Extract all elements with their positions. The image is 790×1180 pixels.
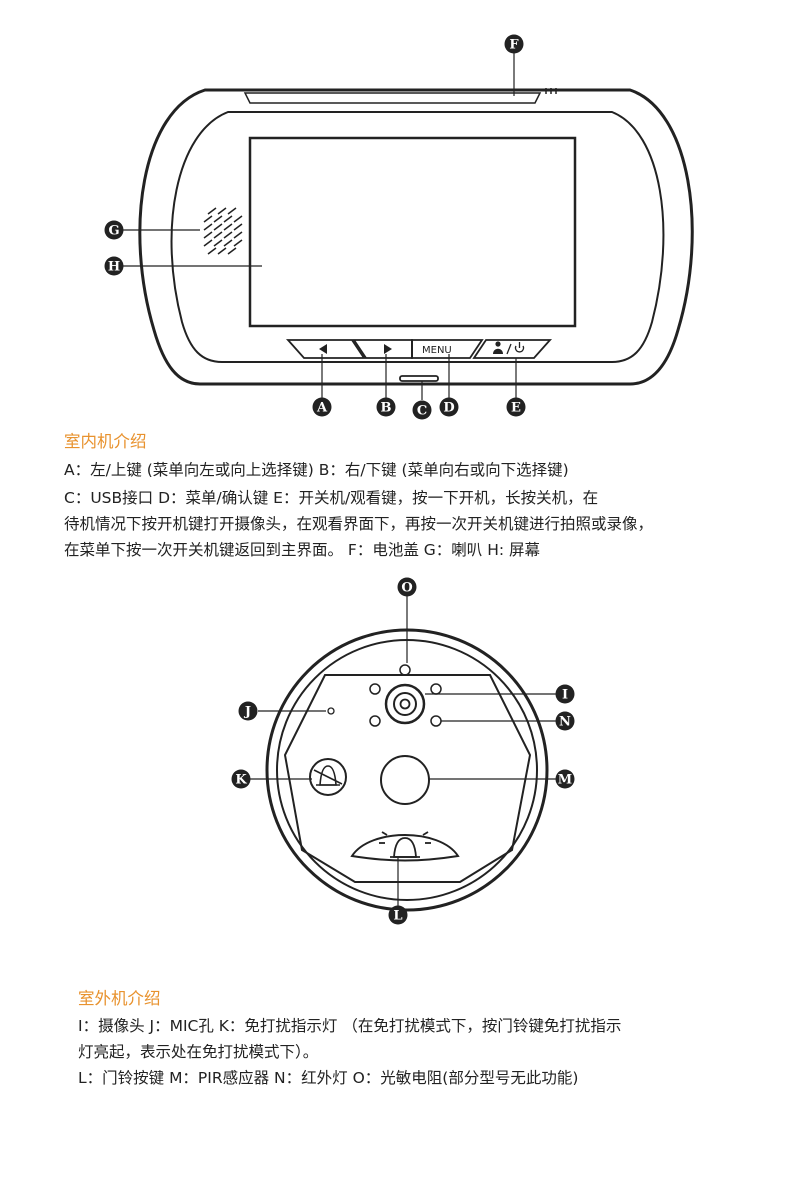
indoor-desc-line-1: A：左/上键 (菜单向左或向上选择键) B：右/下键 (菜单向右或向下选择键)	[64, 461, 569, 479]
svg-text:C: C	[417, 404, 427, 419]
indoor-desc-line-3: 待机情况下按开机键打开摄像头，在观看界面下，再按一次开关机键进行拍照或录像，	[64, 515, 654, 533]
left-arrow-icon	[319, 344, 327, 354]
ir-led	[430, 683, 442, 695]
svg-text:A: A	[316, 401, 328, 416]
svg-text:F: F	[509, 38, 519, 53]
outdoor-callouts: O I N J K M L	[231, 577, 575, 925]
svg-text:K: K	[235, 773, 247, 788]
indoor-leader-lines	[123, 53, 517, 400]
outdoor-unit-drawing	[265, 628, 549, 912]
indoor-desc-line-2: C：USB接口 D：菜单/确认键 E：开关机/观看键，按一下开机，长按关机，在	[64, 489, 599, 507]
mic-hole	[327, 707, 335, 715]
usb-port	[399, 375, 439, 382]
svg-text:I: I	[562, 688, 568, 703]
svg-text:N: N	[559, 715, 571, 730]
svg-text:H: H	[108, 260, 120, 275]
outdoor-desc-line-2: 灯亮起，表示处在免打扰模式下）。	[78, 1043, 319, 1061]
ir-led	[369, 715, 381, 727]
dnd-indicator	[309, 758, 347, 796]
ir-led	[430, 715, 442, 727]
pir-sensor	[380, 755, 430, 805]
left-button	[285, 339, 366, 359]
svg-text:M: M	[558, 773, 572, 788]
menu-label: MENU	[422, 345, 452, 356]
svg-text:G: G	[108, 224, 119, 239]
right-arrow-icon	[384, 344, 392, 354]
ir-led	[369, 683, 381, 695]
indoor-desc-line-4: 在菜单下按一次开关机键返回到主界面。 F：电池盖 G：喇叭 H: 屏幕	[64, 541, 541, 559]
outdoor-desc-line-3: L：门铃按键 M：PIR感应器 N：红外灯 O：光敏电阻(部分型号无此功能)	[78, 1069, 579, 1087]
indoor-title: 室内机介绍	[64, 432, 147, 451]
svg-text:J: J	[244, 705, 251, 720]
doorbell-key	[350, 834, 460, 862]
indoor-callouts: F G H A B C D E	[104, 34, 526, 420]
power-button	[472, 339, 553, 359]
camera-lens	[384, 683, 426, 725]
bell-icon	[379, 831, 431, 858]
bell-off-icon	[313, 765, 343, 786]
indoor-unit-drawing	[138, 88, 694, 386]
outdoor-title: 室外机介绍	[78, 989, 161, 1008]
outdoor-leader-lines	[250, 596, 556, 906]
user-power-icon	[493, 341, 525, 355]
svg-text:E: E	[511, 401, 521, 416]
speaker-grille	[203, 207, 243, 255]
light-sensor	[399, 664, 411, 676]
svg-text:L: L	[393, 909, 402, 924]
svg-text:D: D	[443, 401, 454, 416]
svg-text:B: B	[381, 401, 392, 416]
outdoor-desc-line-1: I：摄像头 J：MIC孔 K：免打扰指示灯 （在免打扰模式下，按门铃键免打扰指示	[78, 1017, 622, 1035]
svg-text:O: O	[401, 581, 412, 596]
